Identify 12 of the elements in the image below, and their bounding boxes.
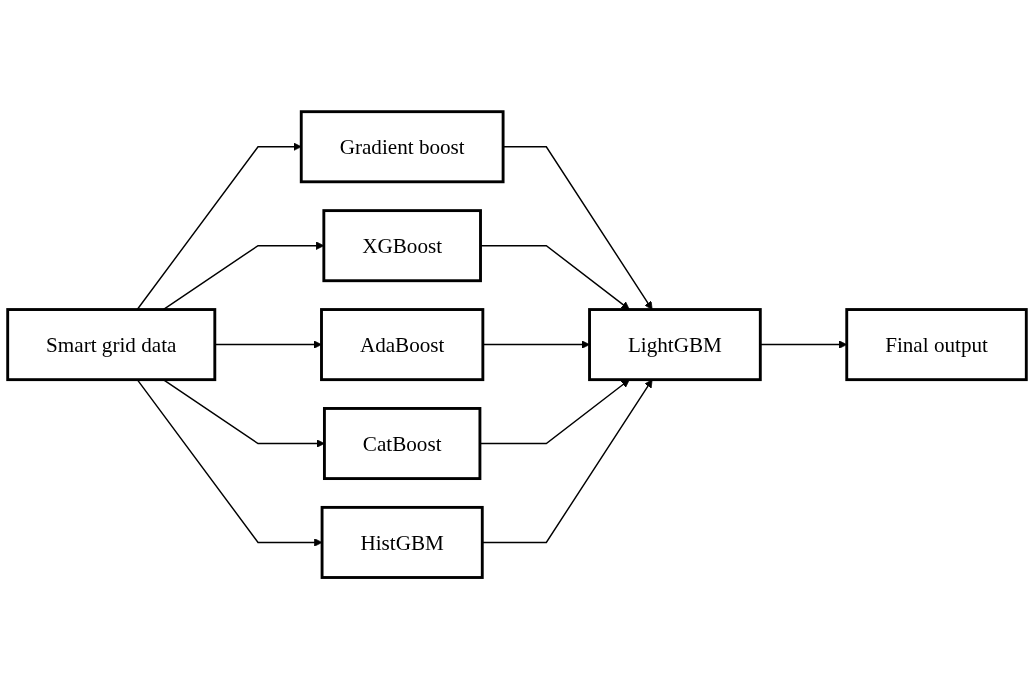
node-box: Gradient boost bbox=[299, 110, 505, 184]
arrow bbox=[214, 340, 322, 349]
node-box: Smart grid data bbox=[6, 308, 217, 381]
arrow bbox=[479, 379, 630, 445]
node-box: AdaBoost bbox=[320, 308, 485, 381]
node-box: HistGBM bbox=[320, 505, 484, 579]
arrow bbox=[481, 379, 653, 544]
node-box: Final output bbox=[845, 308, 1028, 381]
node-box: LightGBM bbox=[588, 308, 762, 381]
arrow bbox=[482, 340, 590, 349]
node-box: XGBoost bbox=[322, 209, 482, 283]
node-box: CatBoost bbox=[323, 406, 482, 480]
